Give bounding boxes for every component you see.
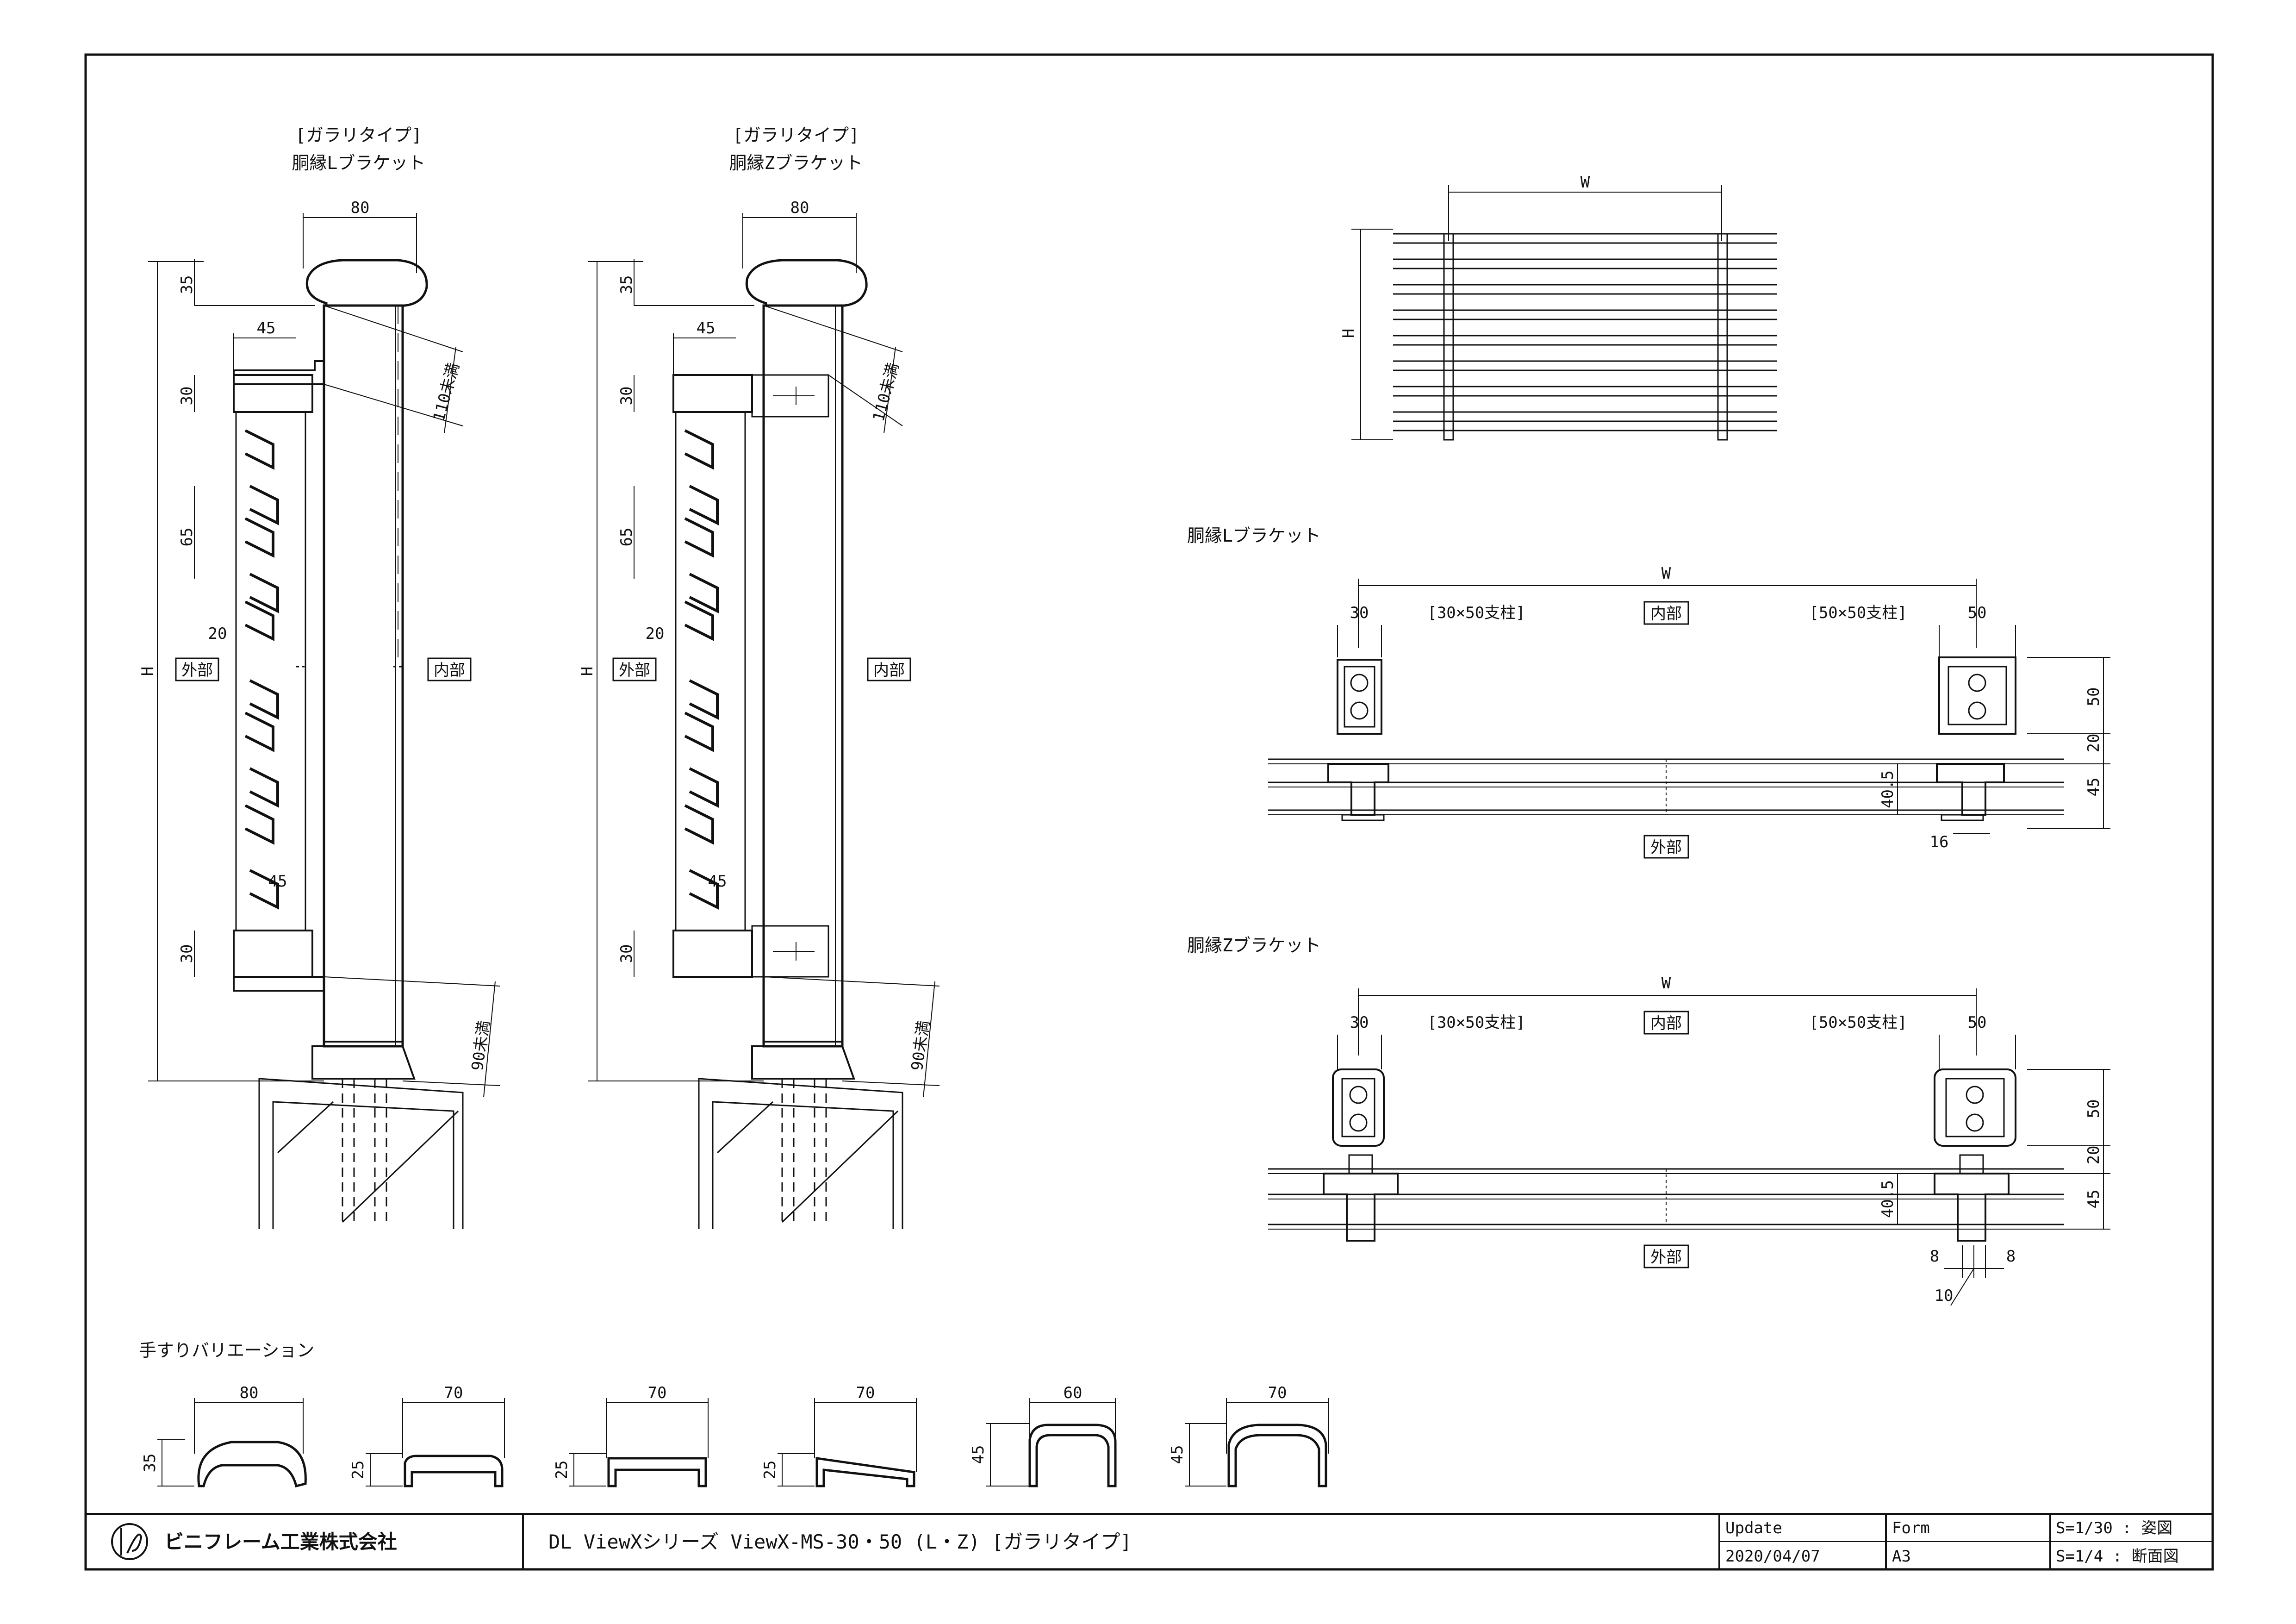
company-name: ビニフレーム工業株式会社 [164, 1530, 397, 1553]
hr6-height: 45 [1168, 1445, 1187, 1464]
dim-45-left-bottom: 45 [268, 872, 287, 891]
dim-30-mid-bottom: 30 [617, 944, 636, 963]
dim-10-Z: 10 [1935, 1287, 1954, 1305]
dim-45-right-Z: 45 [2084, 1190, 2103, 1209]
hr3-height: 25 [553, 1461, 571, 1480]
dim-H-elev: H [1339, 329, 1358, 338]
label-inside-mid: 内部 [873, 661, 905, 680]
dim-50-plan-L: 50 [1968, 604, 1987, 622]
dim-W-plan-L: W [1661, 564, 1671, 583]
form-label: Form [1892, 1519, 1930, 1537]
dim-H-mid: H [578, 667, 597, 676]
dim-35-left: 35 [178, 275, 196, 294]
sheet-border [84, 53, 2214, 1571]
dim-20-right-L: 20 [2084, 734, 2103, 753]
plan-L-title: 胴縁Lブラケット [1187, 525, 1321, 546]
label-outside-plan-Z: 外部 [1650, 1248, 1682, 1267]
label-outside-mid: 外部 [619, 661, 650, 680]
plan-Z-bracket [1268, 988, 2110, 1306]
dim-20-mid: 20 [646, 625, 665, 643]
hr3-width: 70 [648, 1384, 667, 1402]
dim-8-left-Z: 8 [1930, 1247, 1939, 1266]
dim-45-mid: 45 [697, 319, 716, 337]
post-30x50-Z: [30×50支柱] [1427, 1013, 1525, 1032]
dim-30-left-bottom: 30 [178, 944, 196, 963]
company-logo-icon [111, 1523, 148, 1560]
dim-30-mid-top: 30 [617, 387, 636, 406]
handrail-title: 手すりバリエーション [139, 1340, 314, 1361]
dim-30-left-top: 30 [178, 387, 196, 406]
section-Z-bracket [588, 213, 940, 1229]
dim-16-L: 16 [1930, 833, 1949, 851]
post-50x50-L: [50×50支柱] [1809, 604, 1907, 622]
mid-title-1: [ガラリタイプ] [733, 125, 859, 145]
dim-45-right-L: 45 [2084, 778, 2103, 797]
plan-Z-title: 胴縁Zブラケット [1187, 935, 1321, 956]
dim-45-left: 45 [257, 319, 276, 337]
title-block-text: ビニフレーム工業株式会社 DL ViewXシリーズ ViewX-MS-30・50… [164, 1519, 2179, 1566]
dim-65-left: 65 [178, 528, 196, 547]
drawing-title: DL ViewXシリーズ ViewX-MS-30・50 (L・Z) [ガラリタイ… [548, 1530, 1132, 1553]
dim-80-left: 80 [351, 199, 370, 217]
dim-20-right-Z: 20 [2084, 1146, 2103, 1165]
label-outside-left: 外部 [181, 661, 213, 680]
dim-40-5-L: 40.5 [1879, 770, 1897, 808]
dim-H-left: H [138, 667, 157, 676]
update-date: 2020/04/07 [1725, 1547, 1820, 1566]
hr1-width: 80 [240, 1384, 259, 1402]
title-block [86, 1513, 2213, 1569]
dim-40-5-Z: 40.5 [1879, 1180, 1897, 1218]
dim-30-plan-L: 30 [1350, 604, 1369, 622]
label-inside-left: 内部 [434, 661, 465, 680]
dim-20-left: 20 [208, 625, 227, 643]
drawing-labels: [ガラリタイプ] 胴縁Lブラケット [ガラリタイプ] 胴縁Zブラケット 80 8… [138, 125, 2103, 1479]
post-30x50-L: [30×50支柱] [1427, 604, 1525, 622]
hr2-width: 70 [444, 1384, 463, 1402]
plan-L-bracket [1268, 579, 2110, 834]
dim-50-plan-Z: 50 [1968, 1013, 1987, 1032]
dim-45-mid-bottom: 45 [708, 872, 727, 891]
left-title-2: 胴縁Lブラケット [292, 153, 426, 173]
label-outside-plan-L: 外部 [1650, 838, 1682, 857]
section-L-bracket [148, 213, 500, 1229]
label-inside-plan-L: 内部 [1650, 605, 1682, 623]
hr4-width: 70 [856, 1384, 875, 1402]
update-label: Update [1725, 1519, 1782, 1537]
dim-35-mid: 35 [617, 275, 636, 294]
label-inside-plan-Z: 内部 [1650, 1014, 1682, 1033]
dim-8-right-Z: 8 [2006, 1247, 2016, 1266]
scale-section: S=1/4 : 断面図 [2056, 1547, 2179, 1566]
mid-title-2: 胴縁Zブラケット [729, 153, 863, 173]
dim-30-plan-Z: 30 [1350, 1013, 1369, 1032]
hr5-height: 45 [969, 1445, 988, 1464]
hr4-height: 25 [761, 1461, 779, 1480]
scale-elevation: S=1/30 : 姿図 [2056, 1519, 2172, 1537]
hr2-height: 25 [349, 1461, 367, 1480]
left-title-1: [ガラリタイプ] [295, 125, 422, 145]
elevation-view [1351, 185, 1777, 441]
dim-50-right-L: 50 [2084, 687, 2103, 706]
hr5-width: 60 [1064, 1384, 1083, 1402]
hr1-height: 35 [141, 1454, 159, 1473]
handrail-variations [157, 1398, 1329, 1488]
dim-50-right-Z: 50 [2084, 1099, 2103, 1118]
dim-65-mid: 65 [617, 528, 636, 547]
post-50x50-Z: [50×50支柱] [1809, 1013, 1907, 1032]
form-value: A3 [1892, 1547, 1911, 1566]
dim-W-plan-Z: W [1661, 974, 1671, 993]
dim-W-elev: W [1580, 173, 1590, 192]
dim-80-mid: 80 [790, 199, 809, 217]
hr6-width: 70 [1268, 1384, 1287, 1402]
